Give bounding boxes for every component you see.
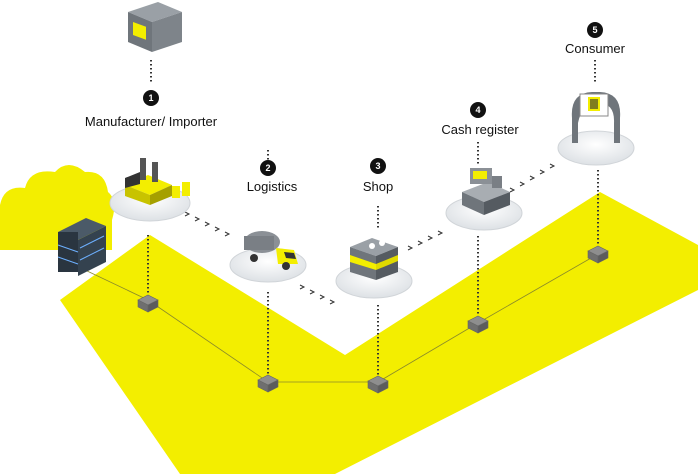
step-badge-2: 2 [260,160,276,176]
step-label-shop: Shop [363,179,393,194]
svg-text:3: 3 [375,161,380,171]
ground-node [587,245,609,264]
yellow-ground-track [60,192,698,474]
svg-text:1: 1 [148,93,153,103]
step-badge-5: 5 [587,22,603,38]
step-badge-4: 4 [470,102,486,118]
svg-text:2: 2 [265,163,270,173]
svg-text:5: 5 [592,25,597,35]
step-label-manufacturer: Manufacturer/ Importer [85,114,218,129]
step-badge-1: 1 [143,90,159,106]
smartphone-qr-icon [571,92,621,143]
factory-icon [125,158,190,205]
shop-icon [350,238,398,280]
cardboard-box-qr-icon [128,2,182,52]
step-badge-3: 3 [370,158,386,174]
step-label-cash-register: Cash register [441,122,519,137]
step-label-logistics: Logistics [247,179,298,194]
tanker-truck-icon [244,231,298,270]
step-label-consumer: Consumer [565,41,626,56]
ground-node [467,315,489,334]
platform-consumer [557,130,635,166]
network-line [84,253,599,383]
flow-arrows [184,163,556,305]
svg-text:4: 4 [475,105,480,115]
ground-node [367,375,389,394]
server-stack-icon [57,218,106,276]
ground-node [257,374,279,393]
ground-node [137,294,159,313]
ground-nodes [137,245,609,394]
cash-register-icon [462,168,510,215]
